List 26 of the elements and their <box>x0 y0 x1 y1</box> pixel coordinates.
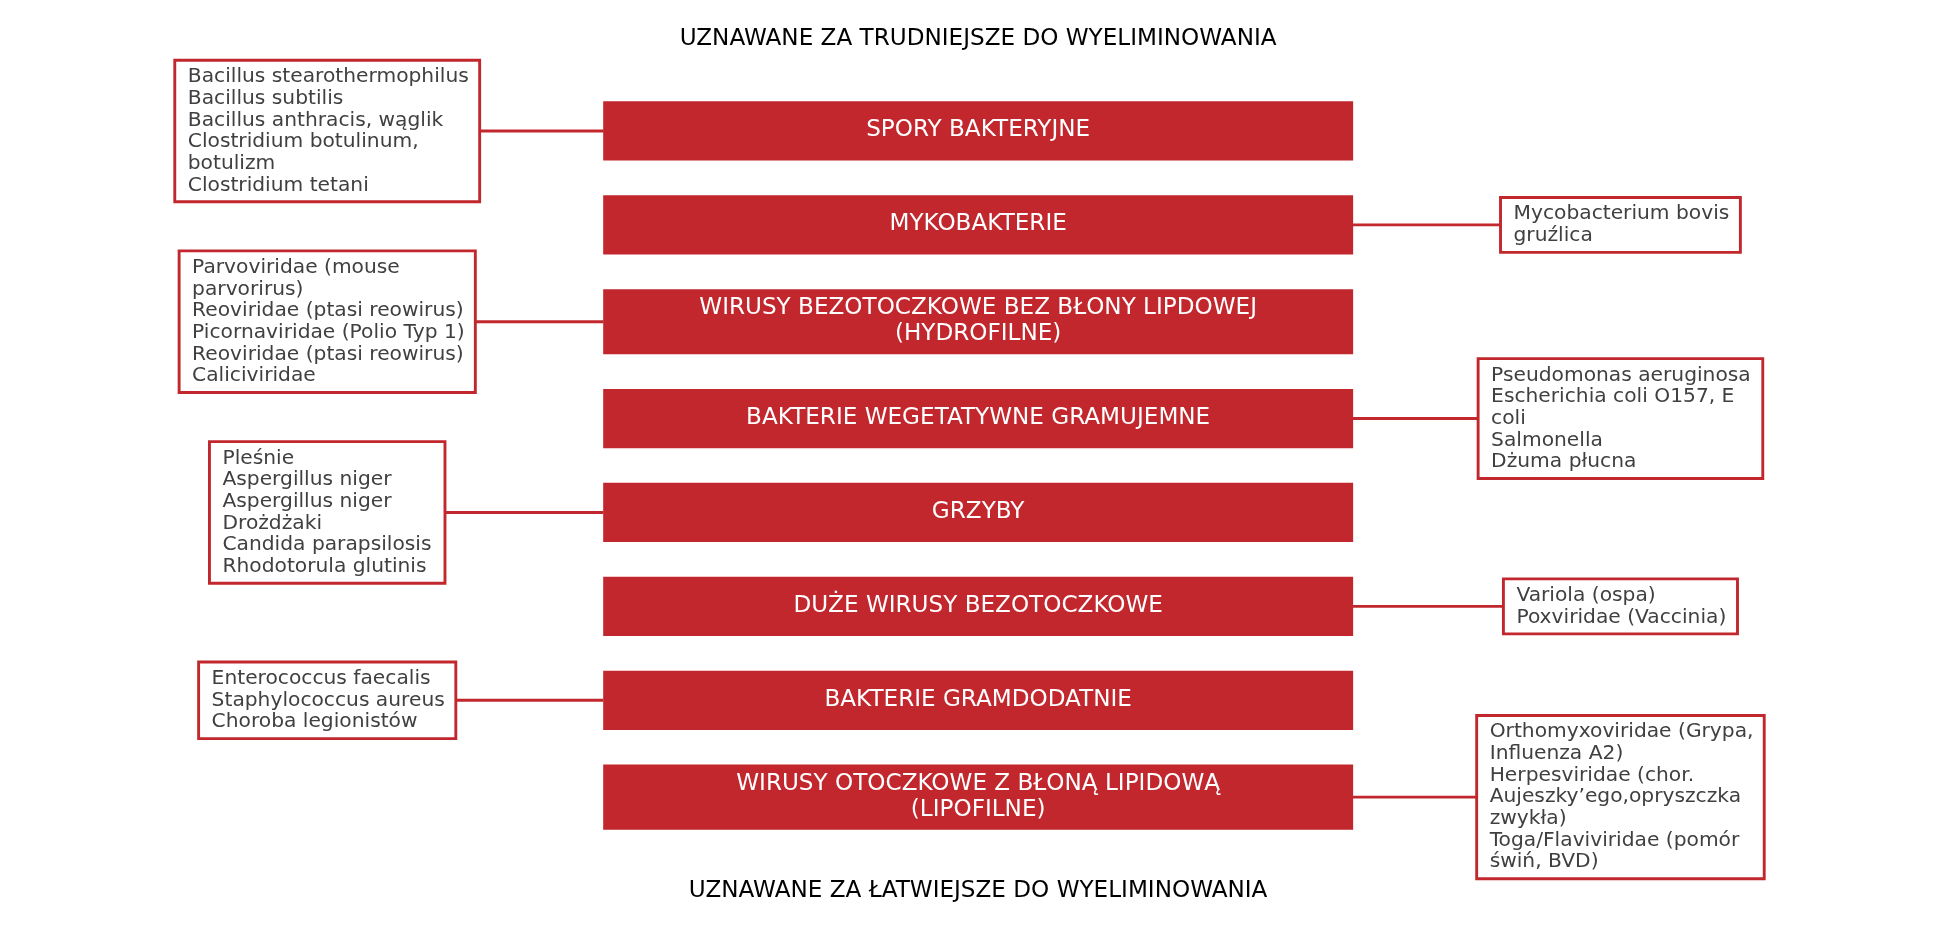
node-box: Parvoviridae (mouse parvorirus) Reoviridae (ptasi reowirus) Picornaviridae (Polio Typ 1) Reoviridae (ptasi reowirus) Caliciviridae <box>177 249 477 394</box>
connector <box>455 698 603 702</box>
label: UZNAWANE ZA ŁATWIEJSZE DO WYELIMINOWANIA <box>688 875 1267 902</box>
node-box: WIRUSY OTOCZKOWE Z BŁONĄ LIPIDOWĄ (LIPOFILNE) <box>602 764 1353 830</box>
node-box: Bacillus stearothermophilus Bacillus subtilis Bacillus anthracis, wąglik Clostridium botulinum, botulizm Clostridium tetani <box>172 58 481 204</box>
node-box: Orthomyxoviridae (Grypa, Influenza A2) Herpesviridae (chor. Aujeszky’ego,opryszczka zwykła) Toga/Flaviviridae (pomór świń, BVD) <box>1474 714 1766 881</box>
node-box: Pseudomonas aeruginosa Escherichia coli O157, E coli Salmonella Dżuma płucna <box>1476 357 1764 480</box>
connector <box>444 511 603 514</box>
node-box: GRZYBY <box>602 482 1353 543</box>
node-box: DUŻE WIRUSY BEZOTOCZKOWE <box>602 576 1353 636</box>
connector <box>479 129 604 133</box>
connector <box>474 320 603 324</box>
node-box: Enterococcus faecalis Staphylococcus aureus Choroba legionistów <box>196 660 457 741</box>
node-box: BAKTERIE GRAMDODATNIE <box>602 670 1353 730</box>
node-box: SPORY BAKTERYJNE <box>602 101 1353 161</box>
node-box: WIRUSY BEZOTOCZKOWE BEZ BŁONY LIPDOWEJ (HYDROFILNE) <box>602 289 1353 355</box>
node-box: Mycobacterium bovis gruźlica <box>1498 196 1742 254</box>
connector <box>1352 795 1477 799</box>
label: UZNAWANE ZA TRUDNIEJSZE DO WYELIMINOWANIA <box>679 24 1277 51</box>
node-box: Variola (ospa) Poxviridae (Vaccinia) <box>1501 577 1739 636</box>
node-box: Pleśnie Aspergillus niger Aspergillus niger Drożdżaki Candida parapsilosis Rhodotorula glutinis <box>207 440 446 585</box>
connector <box>1352 223 1500 227</box>
node-box: BAKTERIE WEGETATYWNE GRAMUJEMNE <box>602 388 1353 449</box>
connector <box>1352 604 1503 608</box>
connector <box>1352 417 1478 420</box>
node-box: MYKOBAKTERIE <box>602 195 1353 255</box>
